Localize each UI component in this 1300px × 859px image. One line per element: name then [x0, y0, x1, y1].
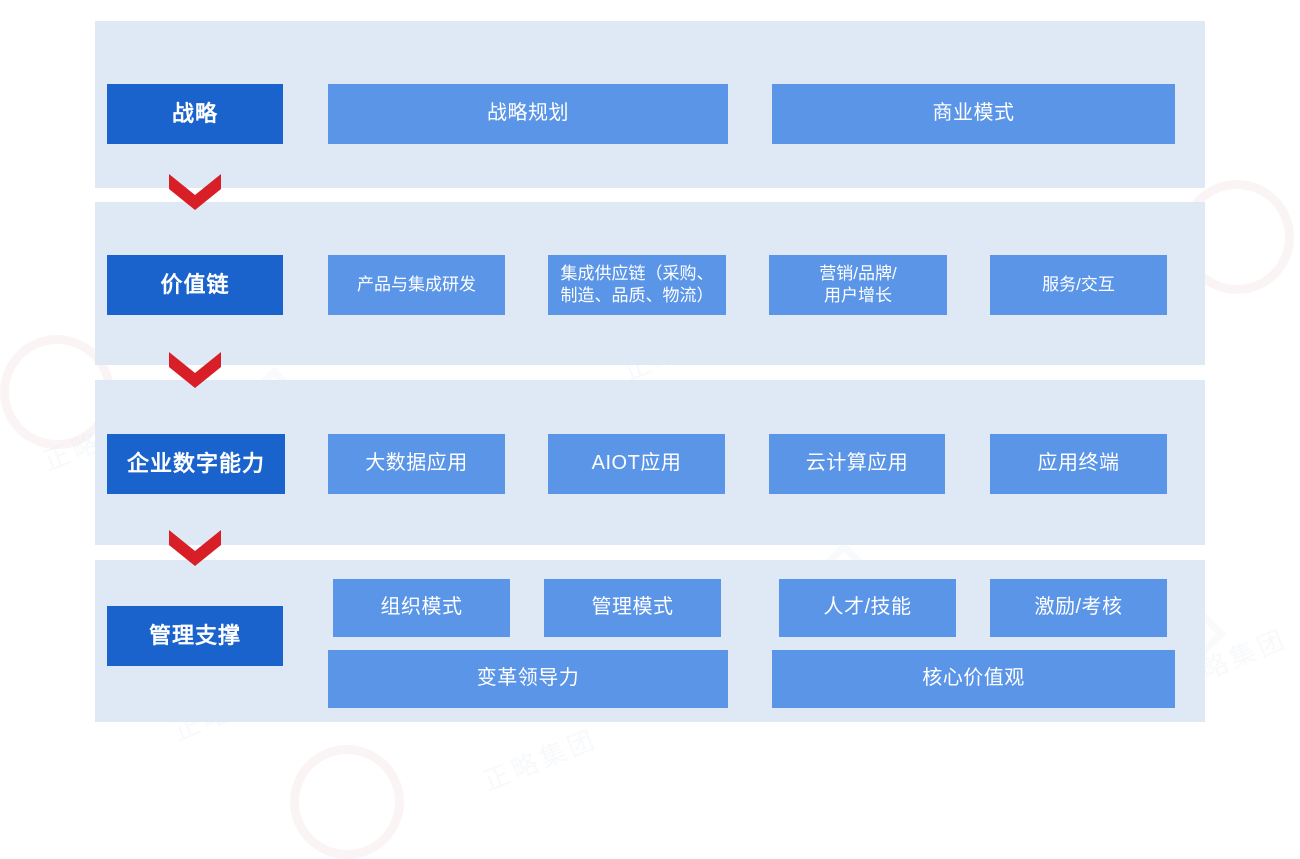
- row-label-management-support[interactable]: 管理支撑: [107, 606, 283, 666]
- row-label-value-chain[interactable]: 价值链: [107, 255, 283, 315]
- box-talent-skills[interactable]: 人才/技能: [779, 579, 956, 637]
- box-cloud-computing-application[interactable]: 云计算应用: [769, 434, 945, 494]
- box-service-interaction[interactable]: 服务/交互: [990, 255, 1167, 315]
- capability-framework-diagram: 正略咨询 正略集团 正略咨询 正略集团 正略咨询 正略集团 正略咨询 正略集团 …: [0, 0, 1300, 777]
- arrow-down-icon: [169, 352, 221, 388]
- arrow-down-icon: [169, 174, 221, 210]
- box-big-data-application[interactable]: 大数据应用: [328, 434, 505, 494]
- box-label: 营销/品牌/ 用户增长: [819, 264, 897, 305]
- box-business-model[interactable]: 商业模式: [772, 84, 1175, 144]
- box-incentive-assessment[interactable]: 激励/考核: [990, 579, 1167, 637]
- box-organization-model[interactable]: 组织模式: [333, 579, 510, 637]
- box-change-leadership[interactable]: 变革领导力: [328, 650, 728, 708]
- box-strategy-planning[interactable]: 战略规划: [328, 84, 728, 144]
- arrow-down-icon: [169, 530, 221, 566]
- box-integrated-supply-chain[interactable]: 集成供应链（采购、 制造、品质、物流）: [548, 255, 726, 315]
- box-aiot-application[interactable]: AIOT应用: [548, 434, 725, 494]
- box-application-terminal[interactable]: 应用终端: [990, 434, 1167, 494]
- box-product-rnd[interactable]: 产品与集成研发: [328, 255, 505, 315]
- box-management-model[interactable]: 管理模式: [544, 579, 721, 637]
- watermark-ring: [290, 745, 404, 859]
- row-label-strategy[interactable]: 战略: [107, 84, 283, 144]
- watermark-text: 正略集团: [479, 723, 602, 797]
- box-core-values[interactable]: 核心价值观: [772, 650, 1175, 708]
- box-marketing-brand-growth[interactable]: 营销/品牌/ 用户增长: [769, 255, 947, 315]
- row-label-digital-capability[interactable]: 企业数字能力: [107, 434, 285, 494]
- box-label: 集成供应链（采购、 制造、品质、物流）: [560, 264, 714, 305]
